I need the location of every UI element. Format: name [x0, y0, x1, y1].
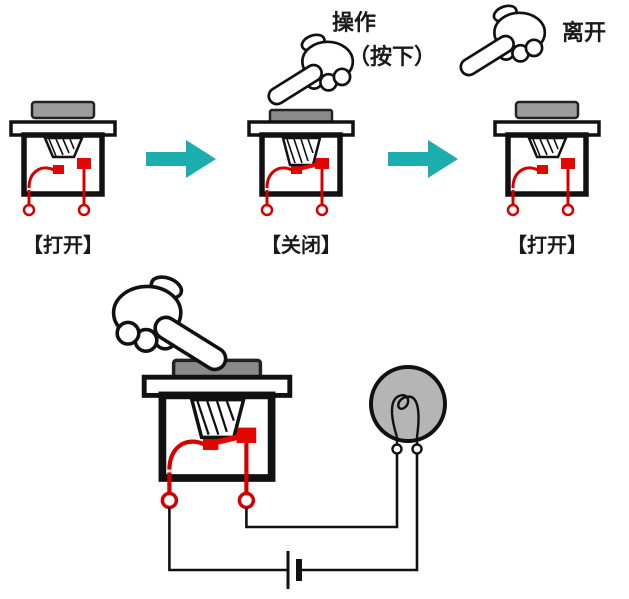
press-label: （按下）	[348, 44, 436, 69]
circuit-pressing-hand-icon	[111, 271, 232, 376]
circuit-switch-closed	[144, 360, 290, 507]
bulb-terminal-right	[411, 443, 423, 455]
switch-step2-closed	[249, 110, 353, 215]
wire-left	[168, 507, 287, 572]
switch-step3-open	[495, 102, 599, 215]
releasing-hand-icon	[456, 1, 547, 80]
flow-arrow-1	[146, 140, 216, 178]
operate-label: 操作	[332, 10, 376, 35]
light-bulb-icon	[369, 365, 447, 455]
leave-label: 离开	[562, 20, 606, 45]
pressing-hand-icon	[264, 30, 355, 109]
bulb-terminal-left	[391, 443, 403, 455]
wire-switch-to-bulb	[245, 453, 399, 529]
switch-step1-open	[11, 102, 115, 215]
state-open-right-label: 【打开】	[507, 233, 587, 257]
filament	[390, 394, 420, 438]
battery-cell-icon	[286, 551, 302, 589]
flow-arrow-2	[388, 140, 458, 178]
state-open-left-label: 【打开】	[23, 233, 103, 257]
state-closed-label: 【关闭】	[261, 233, 341, 257]
wire-right	[302, 453, 419, 572]
